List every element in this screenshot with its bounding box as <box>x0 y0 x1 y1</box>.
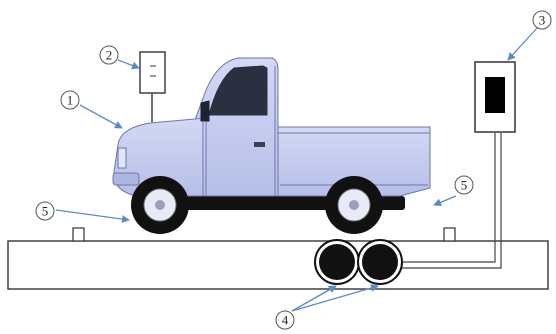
roller-left <box>314 239 360 285</box>
arrow-4a <box>291 285 337 312</box>
arrow-1 <box>79 104 123 129</box>
callout-3-label: 3 <box>539 13 546 28</box>
signal-cable <box>392 133 502 269</box>
callout-1-label: 1 <box>67 93 74 108</box>
load-sensor-left <box>72 227 85 242</box>
sensor-box <box>139 51 166 122</box>
callout-5-right-label: 5 <box>461 178 468 193</box>
display-unit <box>474 61 516 133</box>
leader-arrows <box>55 27 538 312</box>
weighbridge-platform <box>7 240 549 290</box>
arrow-4b <box>291 284 379 312</box>
roller-right <box>357 239 403 285</box>
front-wheel <box>131 176 189 234</box>
arrow-5a <box>55 209 130 224</box>
rear-wheel <box>325 176 383 234</box>
truck-window <box>208 65 268 116</box>
callout-3: 3 <box>532 10 552 30</box>
callout-5-left: 5 <box>35 201 55 221</box>
callout-2: 2 <box>99 45 119 65</box>
pickup-truck <box>112 57 431 210</box>
callout-4-label: 4 <box>282 313 289 328</box>
callout-5-left-label: 5 <box>42 204 49 219</box>
callout-2-label: 2 <box>106 48 113 63</box>
arrow-3 <box>507 27 538 61</box>
arrow-5b <box>433 195 457 207</box>
callout-5-right: 5 <box>454 175 474 195</box>
callout-1: 1 <box>60 90 80 110</box>
callout-4: 4 <box>275 310 295 330</box>
load-sensor-right <box>443 227 456 242</box>
display-screen <box>485 77 505 113</box>
arrow-2 <box>117 59 140 70</box>
